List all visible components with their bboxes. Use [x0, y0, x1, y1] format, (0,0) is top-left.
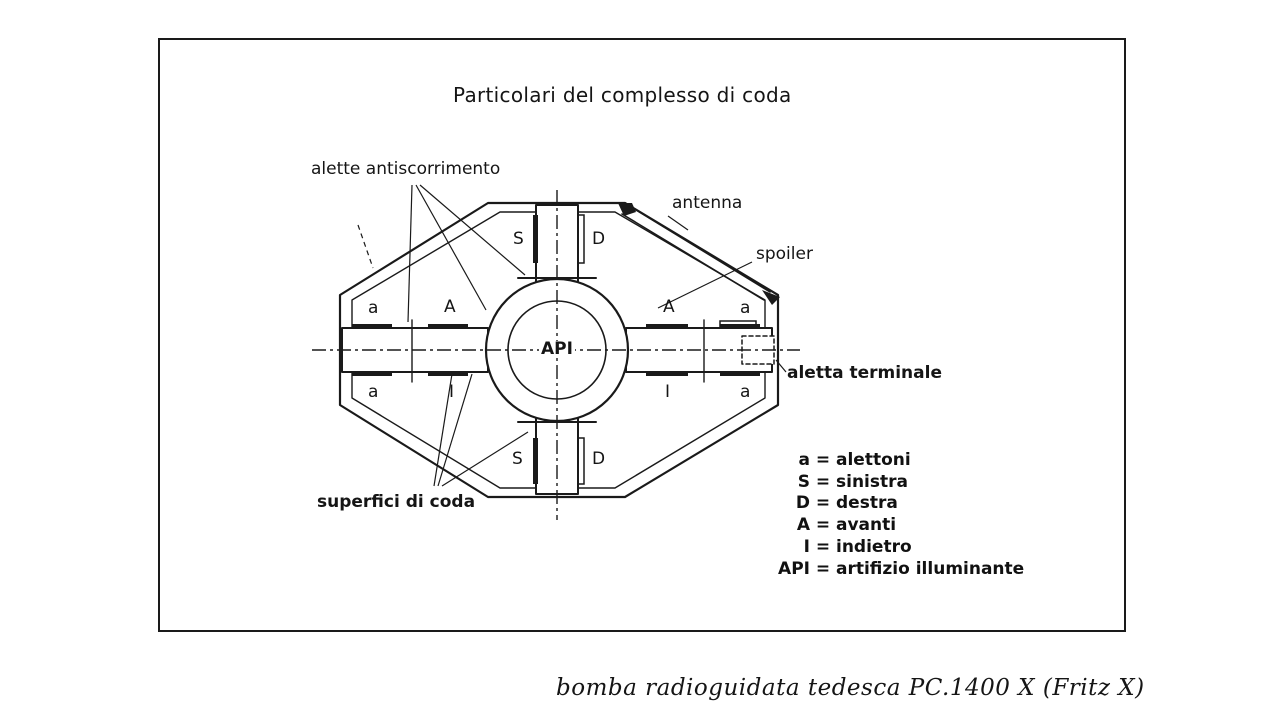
- legend-key: I: [803, 536, 810, 557]
- label-s-bottom: S: [512, 449, 523, 469]
- figure-title: Particolari del complesso di coda: [453, 83, 792, 107]
- legend-eq: =: [815, 471, 831, 492]
- antenna-rod-1: [627, 204, 771, 293]
- legend-meaning: avanti: [836, 515, 897, 536]
- legend-key: A: [796, 515, 810, 536]
- legend-eq: =: [815, 493, 831, 514]
- legend-key: API: [778, 558, 810, 579]
- legend-eq: =: [815, 558, 831, 579]
- legend-row: S = sinistra: [764, 472, 1024, 494]
- legend-eq: =: [815, 450, 831, 470]
- figure-caption: bomba radioguidata tedesca PC.1400 X (Fr…: [556, 675, 1145, 701]
- legend-key: a: [798, 450, 810, 470]
- label-api: API: [539, 339, 575, 359]
- legend-key: S: [797, 471, 810, 492]
- label-a-right-bottom: a: [740, 382, 751, 402]
- callout-antenna: antenna: [672, 193, 743, 213]
- legend-meaning: alettoni: [836, 450, 911, 470]
- legend-row: A = avanti: [764, 515, 1024, 537]
- legend-meaning: indietro: [836, 536, 912, 557]
- legend-eq: =: [815, 536, 831, 557]
- legend-row: a = alettoni: [764, 450, 1024, 472]
- legend-key: D: [795, 493, 810, 514]
- label-a-right-top: a: [740, 298, 751, 318]
- label-a-left-bottom: a: [368, 382, 379, 402]
- label-d-bottom: D: [592, 449, 606, 469]
- label-I-left-bottom: I: [449, 382, 455, 402]
- antenna-rod-2: [621, 213, 765, 301]
- label-A-right-top: A: [663, 297, 675, 317]
- bottom-tail-surface: [535, 417, 579, 495]
- label-a-left-top: a: [368, 298, 379, 318]
- legend-eq: =: [815, 515, 831, 536]
- label-d-top: D: [592, 229, 606, 249]
- label-A-left-top: A: [444, 297, 456, 317]
- callout-spoiler: spoiler: [756, 244, 813, 264]
- label-I-right-bottom: I: [665, 382, 671, 402]
- callout-aletta-terminale: aletta terminale: [787, 363, 942, 383]
- label-s-top: S: [513, 229, 524, 249]
- callout-superfici-di-coda: superfici di coda: [317, 492, 476, 512]
- callout-alette-antiscorrimento: alette antiscorrimento: [311, 159, 501, 179]
- legend-meaning: destra: [836, 493, 898, 514]
- legend-meaning: artifizio illuminante: [836, 558, 1025, 579]
- legend-meaning: sinistra: [836, 471, 908, 492]
- figure-frame: [158, 38, 1126, 632]
- legend-row: D = destra: [764, 493, 1024, 515]
- legend: a = alettoni S = sinistra D = destra A =…: [764, 450, 1024, 580]
- legend-row: I = indietro: [764, 537, 1024, 559]
- legend-row: API = artifizio illuminante: [764, 559, 1024, 581]
